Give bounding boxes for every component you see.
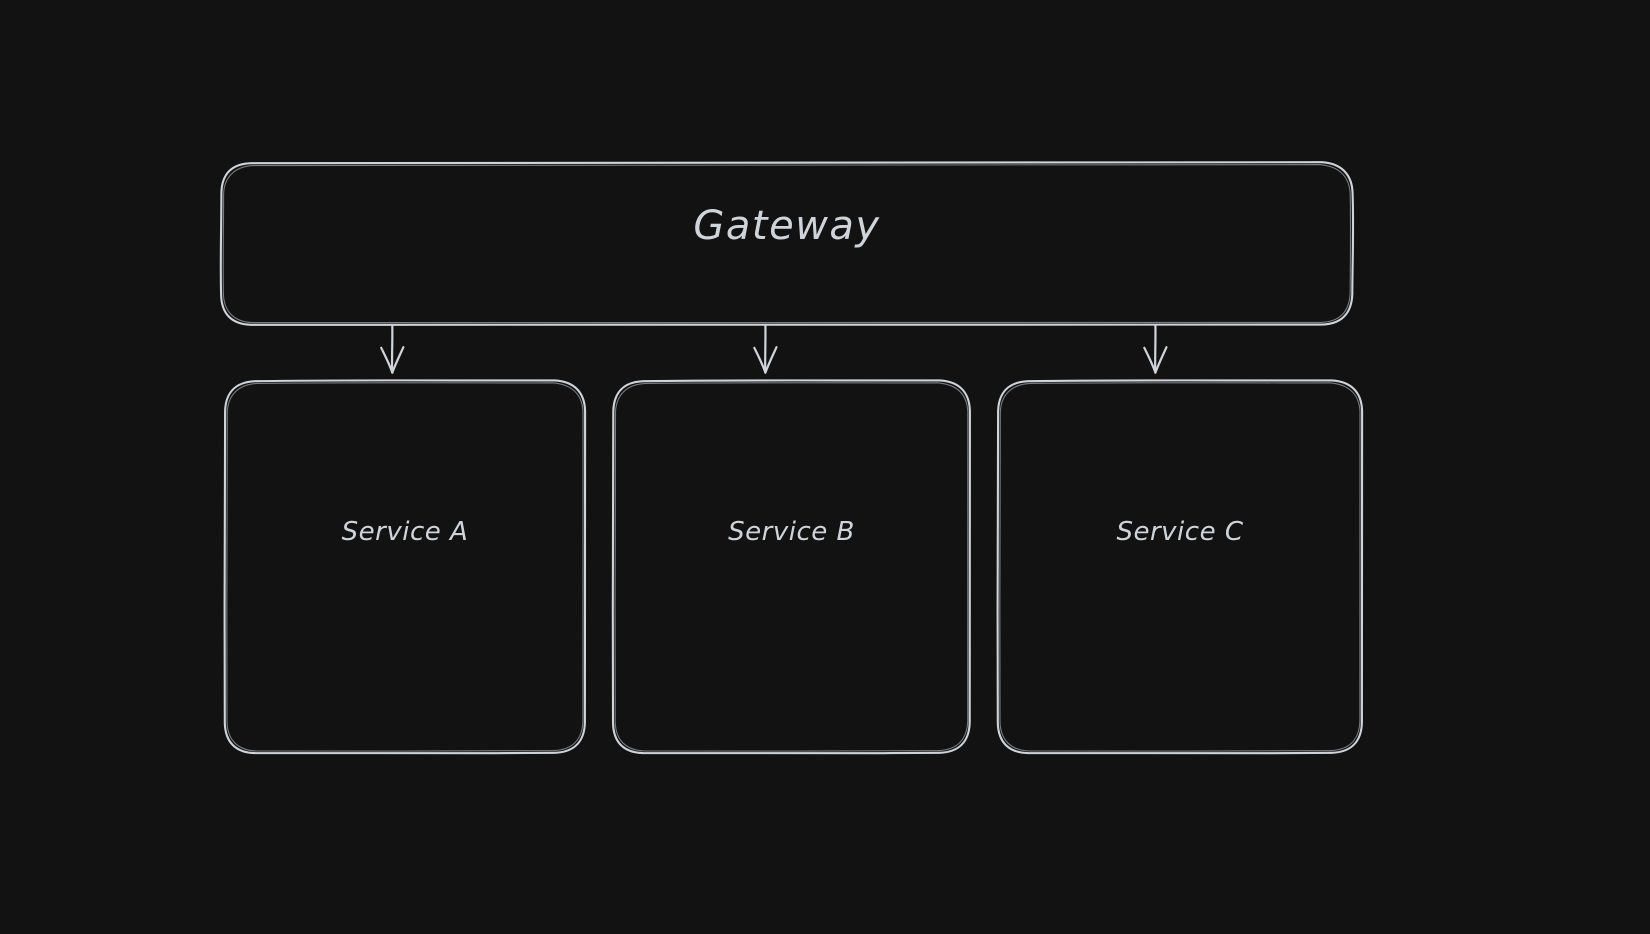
edge-gateway-to-service-c[interactable] [1143, 324, 1168, 374]
node-service-a[interactable] [225, 380, 585, 753]
node-gateway-shape[interactable] [219, 161, 1355, 327]
edge-gateway-to-service-b[interactable] [753, 324, 778, 374]
node-service-c[interactable] [998, 380, 1362, 753]
node-service-b-shape[interactable] [611, 379, 972, 755]
node-service-b[interactable] [613, 380, 970, 753]
node-service-c-shape[interactable] [996, 379, 1364, 755]
edge-gateway-to-service-a[interactable] [380, 324, 405, 374]
node-gateway[interactable] [221, 162, 1353, 325]
node-service-a-shape[interactable] [223, 379, 587, 755]
